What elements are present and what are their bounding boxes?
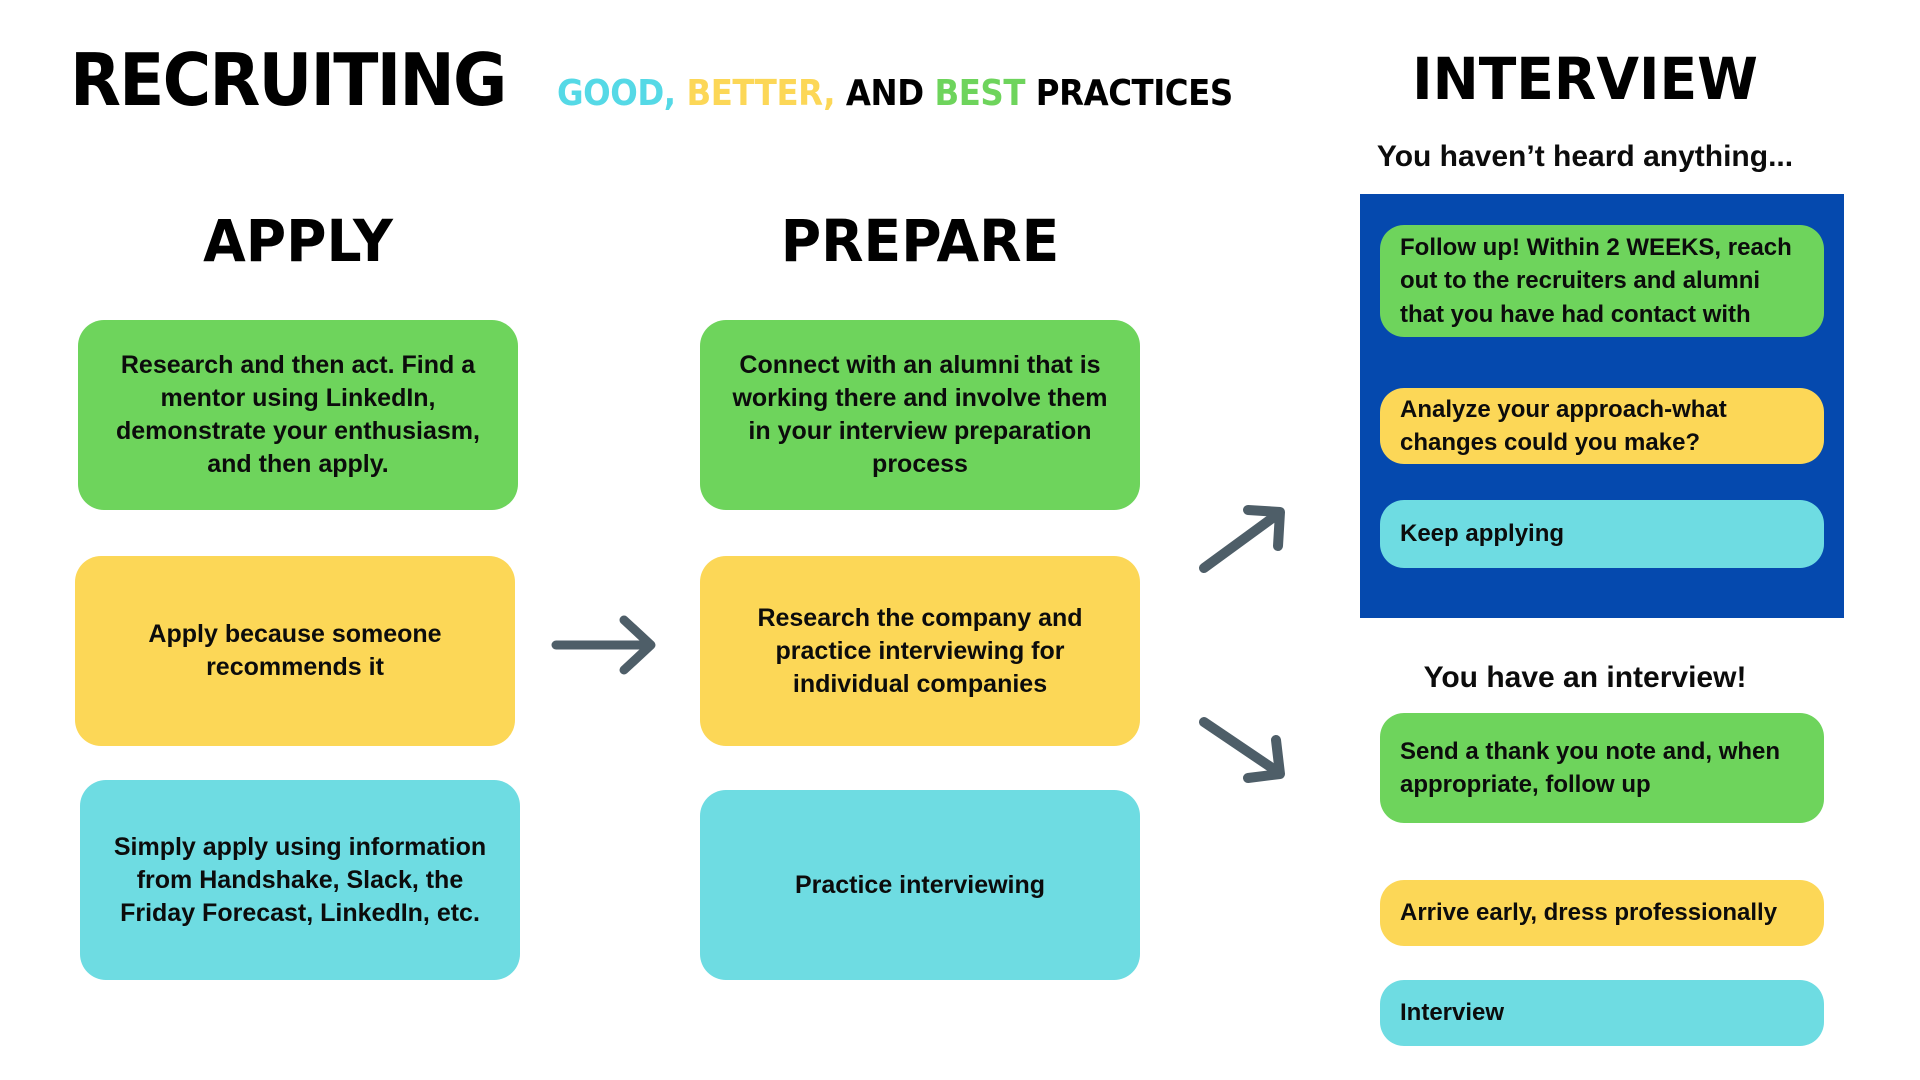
title-tagline: GOOD, BETTER, AND BEST PRACTICES xyxy=(557,76,1233,112)
prepare-card-good: Practice interviewing xyxy=(700,790,1140,980)
has-interview-card-best: Send a thank you note and, when appropri… xyxy=(1380,713,1824,823)
column-heading-apply: APPLY xyxy=(203,207,393,275)
prepare-card-best: Connect with an alumni that is working t… xyxy=(700,320,1140,510)
page-title: RECRUITING GOOD, BETTER, AND BEST PRACTI… xyxy=(70,44,1308,116)
column-heading-interview: INTERVIEW xyxy=(1412,45,1758,113)
column-heading-prepare: PREPARE xyxy=(780,207,1060,275)
apply-card-best: Research and then act. Find a mentor usi… xyxy=(78,320,518,510)
subtitle-have-interview: You have an interview! xyxy=(1423,661,1747,694)
no-response-card-better: Analyze your approach-what changes could… xyxy=(1380,388,1824,464)
prepare-card-better: Research the company and practice interv… xyxy=(700,556,1140,746)
arrow-right-icon xyxy=(551,615,656,675)
no-response-card-best: Follow up! Within 2 WEEKS, reach out to … xyxy=(1380,225,1824,337)
arrow-down-right-icon xyxy=(1199,717,1285,783)
no-response-card-good: Keep applying xyxy=(1380,500,1824,568)
title-word-practices: PRACTICES xyxy=(1025,73,1234,114)
title-word-best: BEST xyxy=(934,73,1026,114)
title-word-recruiting: RECRUITING xyxy=(70,38,507,122)
arrow-up-right-icon xyxy=(1199,505,1285,573)
has-interview-card-good: Interview xyxy=(1380,980,1824,1046)
has-interview-card-better: Arrive early, dress professionally xyxy=(1380,880,1824,946)
subtitle-no-response: You haven’t heard anything... xyxy=(1376,140,1794,173)
title-word-good: GOOD, xyxy=(557,73,677,114)
title-word-better: BETTER, xyxy=(676,73,836,114)
title-word-and: AND xyxy=(835,73,935,114)
apply-card-good: Simply apply using information from Hand… xyxy=(80,780,520,980)
apply-card-better: Apply because someone recommends it xyxy=(75,556,515,746)
